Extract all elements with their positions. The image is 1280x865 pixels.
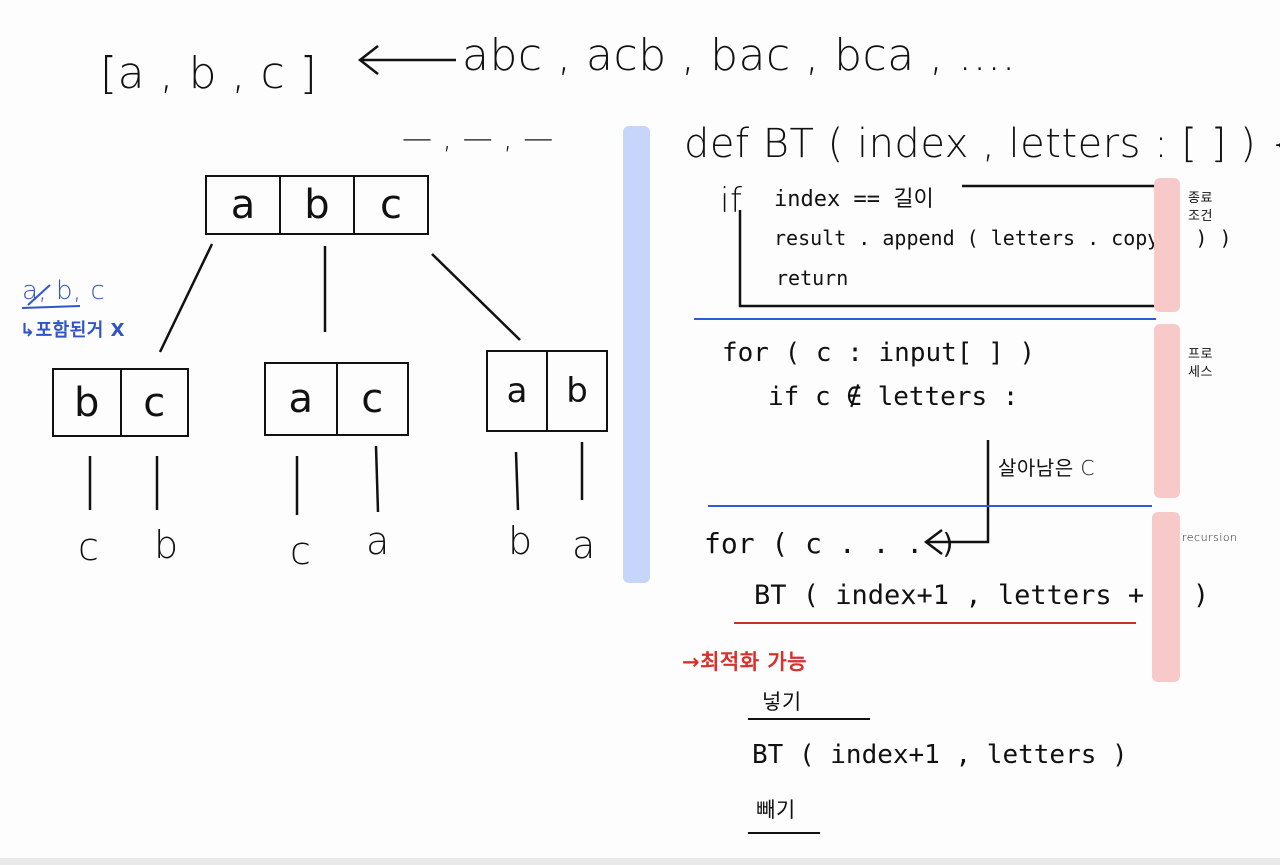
strike-line (27, 284, 51, 306)
function-signature: def BT ( index , letters : [ ] ) { (684, 121, 1280, 167)
left-arrow-icon (357, 45, 456, 75)
if-not-in-line: if c ∉ letters : (768, 382, 1019, 412)
leaf-label: a (366, 519, 390, 563)
leaf-label: b (508, 519, 533, 563)
bt-alternative-line: BT ( index+1 , letters ) (752, 740, 1128, 770)
child-node: a c (264, 362, 409, 436)
root-node: a b c (205, 175, 429, 235)
list-label: [a , b , c ] (100, 48, 318, 99)
for-loop-line: for ( c : input[ ] ) (722, 338, 1036, 368)
blue-separator (694, 318, 1156, 320)
process-label: 프로 세스 (1188, 347, 1213, 381)
canvas-bottom-edge (0, 858, 1280, 865)
branch-left (158, 243, 214, 353)
survivor-arrow-icon (923, 440, 990, 555)
remove-underline (748, 832, 820, 834)
child-cell: b (566, 371, 588, 411)
child-node: b c (52, 368, 189, 437)
divider-bar (623, 126, 650, 583)
child-cell: c (361, 376, 384, 422)
leaf-label: b (154, 523, 179, 567)
append-line: result . append ( letters . copy ( ) ) (774, 226, 1232, 250)
for-recursion-line: for ( c . . . ) (704, 527, 957, 560)
root-cell: a (207, 177, 281, 233)
leaf-label: c (78, 525, 100, 569)
insert-label: 넣기 (762, 690, 802, 714)
termination-label: 종료 조건 (1188, 191, 1213, 225)
leaf-line (374, 445, 380, 513)
child-cell: a (266, 364, 338, 434)
red-underline (734, 622, 1136, 624)
child-cell: c (143, 379, 166, 426)
leaf-label: a (572, 523, 596, 567)
root-cell: b (281, 177, 355, 233)
insert-underline (748, 718, 870, 720)
root-cell: c (380, 182, 402, 228)
return-line: return (776, 266, 849, 290)
bt-recursion-line: BT ( index+1 , letters + c ) (754, 580, 1210, 611)
child-cell: b (54, 370, 122, 435)
remove-label: 빼기 (756, 798, 796, 822)
leaf-label: c (290, 529, 312, 573)
excluded-note: ↳포함된거 X (20, 320, 125, 341)
if-keyword: if (720, 181, 743, 221)
branch-right (431, 253, 521, 341)
tree-branches (21, 243, 584, 515)
blanks-label: — , — , — (402, 121, 554, 156)
child-node: a b (486, 350, 608, 432)
note-underline (21, 305, 81, 309)
if-condition: index == 길이 (774, 187, 934, 212)
optimize-label: →최적화 가능 (682, 650, 808, 674)
termination-bar (1154, 178, 1180, 312)
process-bar (1154, 324, 1180, 498)
blue-separator (708, 505, 1152, 507)
survivor-label: 살아남은 C (998, 456, 1095, 480)
leaf-line (514, 451, 520, 511)
letters-note: a, b, c (22, 276, 106, 306)
recursion-label: recursion (1182, 531, 1238, 544)
child-cell: a (488, 352, 548, 430)
permutations-label: abc , acb , bac , bca , .... (462, 30, 1017, 81)
recursion-bar (1152, 512, 1180, 682)
